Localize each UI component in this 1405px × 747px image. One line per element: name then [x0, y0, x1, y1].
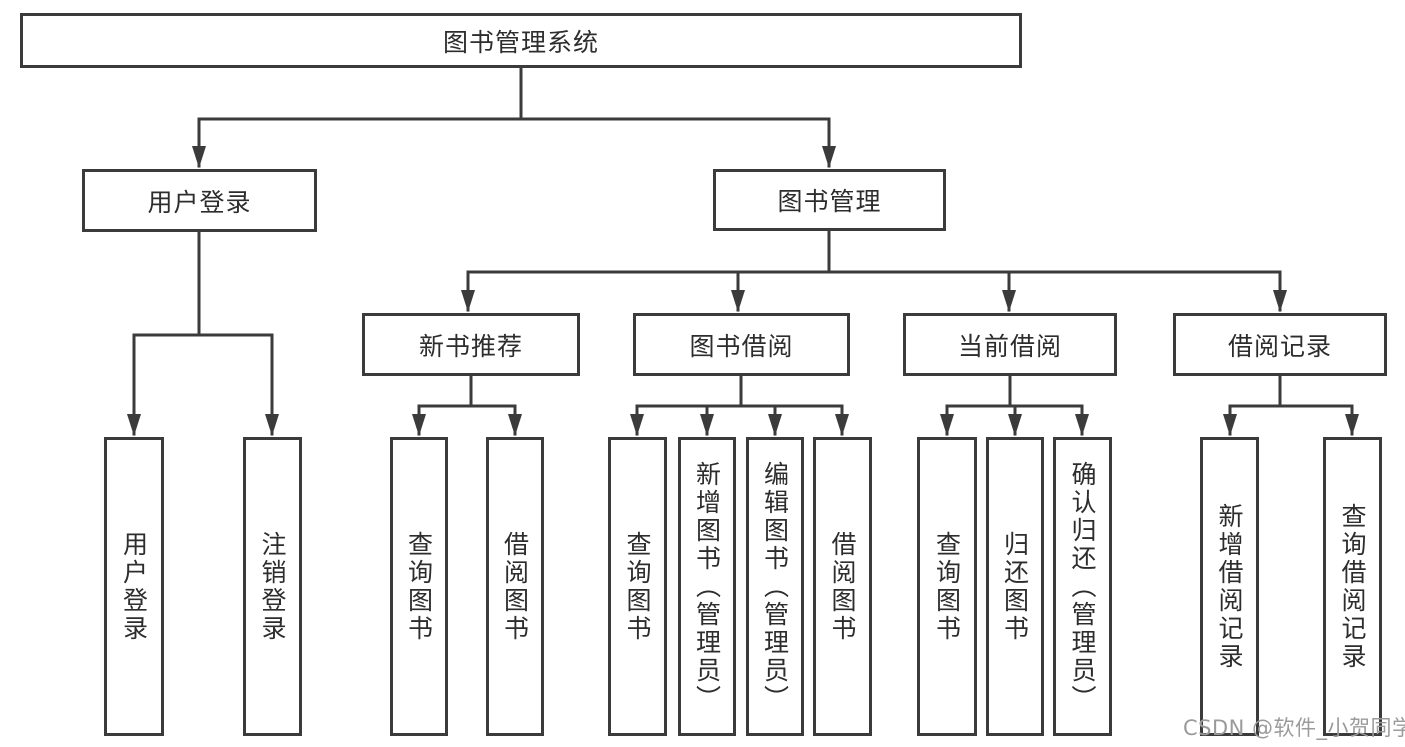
leaf-query-borrow-record: 查询借阅记录	[1323, 437, 1382, 736]
leaf-add-borrow-record: 新增借阅记录	[1200, 437, 1259, 736]
node-book-borrow: 图书借阅	[633, 313, 850, 376]
leaf-logout-login: 注销登录	[243, 437, 302, 736]
leaf-confirm-return-admin: 确认归还（管理员）	[1053, 437, 1112, 736]
leaf-recommend-borrow-books: 借阅图书	[486, 437, 544, 736]
node-root: 图书管理系统	[20, 13, 1022, 68]
leaf-edit-books-admin: 编辑图书（管理员）	[746, 437, 804, 736]
leaf-recommend-query-books: 查询图书	[390, 437, 448, 736]
leaf-user-login: 用户登录	[104, 437, 164, 736]
node-borrow-records: 借阅记录	[1173, 313, 1387, 376]
leaf-return-books: 归还图书	[986, 437, 1044, 736]
leaf-current-query-books: 查询图书	[917, 437, 977, 736]
node-user-login: 用户登录	[82, 169, 317, 232]
leaf-borrow-books: 借阅图书	[813, 437, 872, 736]
node-current-borrow: 当前借阅	[903, 313, 1117, 376]
node-book-management: 图书管理	[713, 169, 946, 231]
watermark: CSDN @软件_小贺同学	[1183, 716, 1405, 740]
node-new-book-recommend: 新书推荐	[362, 313, 580, 376]
leaf-borrow-query-books: 查询图书	[608, 437, 667, 736]
leaf-add-books-admin: 新增图书（管理员）	[678, 437, 736, 736]
